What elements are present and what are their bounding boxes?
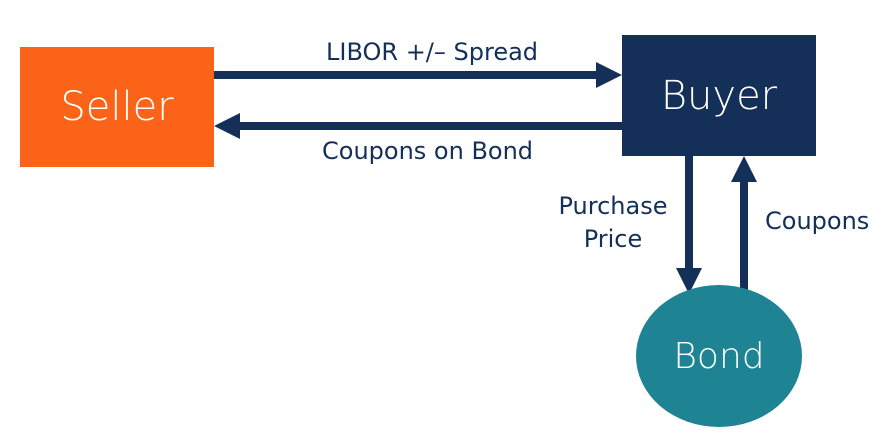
arrow-seller-to-buyer bbox=[214, 62, 622, 88]
bond-label: Bond bbox=[673, 335, 765, 377]
bond-circle: Bond bbox=[636, 285, 802, 427]
seller-label: Seller bbox=[60, 84, 174, 130]
coupons-label: Coupons bbox=[765, 207, 870, 235]
arrow-bond-to-buyer bbox=[731, 156, 757, 290]
arrow-buyer-to-bond bbox=[676, 156, 702, 294]
purchase-price-label: Purchase Price bbox=[558, 192, 668, 253]
libor-spread-label: LIBOR +/– Spread bbox=[326, 38, 539, 66]
buyer-label: Buyer bbox=[660, 72, 778, 119]
arrow-buyer-to-seller bbox=[214, 113, 622, 139]
coupons-on-bond-label: Coupons on Bond bbox=[322, 137, 534, 165]
buyer-box: Buyer bbox=[622, 35, 816, 156]
seller-box: Seller bbox=[20, 47, 214, 167]
